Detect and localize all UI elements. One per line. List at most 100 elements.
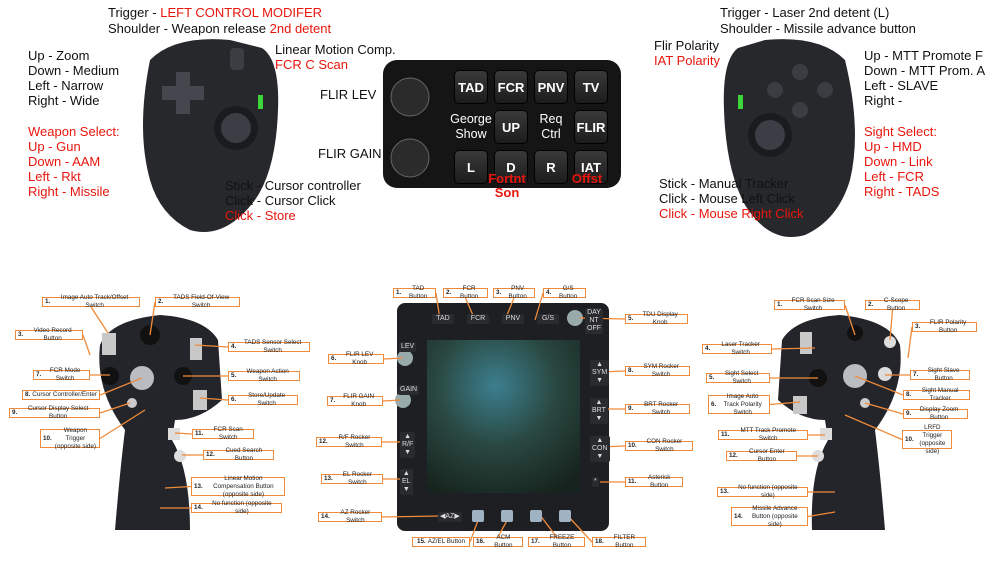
middle-callout-2: 2.FCR Button xyxy=(443,285,488,300)
stream-deck-key-fcr[interactable]: FCR xyxy=(494,70,528,104)
left-shoulder-text: Shoulder - Weapon release 2nd detent xyxy=(108,21,332,36)
right-callout-7: 7.Sight Slave Button xyxy=(910,367,970,382)
tdu-gs-button[interactable]: G/S xyxy=(537,314,559,324)
left-callout-5: 5.Weapon Action Switch xyxy=(228,368,300,383)
callout-leader-line xyxy=(534,292,544,321)
right-callout-9: 9.Display Zoom Button xyxy=(903,406,968,421)
callout-leader-line xyxy=(199,397,229,401)
right-callout-11: 11.MTT Track Promote Switch xyxy=(718,427,808,442)
callout-leader-line xyxy=(383,357,404,360)
tdu-bottom-button-17[interactable] xyxy=(530,510,542,522)
tdu-el-rocker[interactable]: ▲ EL ▼ xyxy=(400,469,413,495)
stream-deck-key-iat[interactable]: IAT xyxy=(574,150,608,184)
tdu-screen xyxy=(427,340,580,493)
right-callout-12: 12.Cursor Enter Button xyxy=(726,448,797,463)
right-callout-2: 2.C-Scope Button xyxy=(865,297,920,312)
callout-leader-line xyxy=(854,375,904,396)
callout-leader-line xyxy=(99,409,146,440)
middle-callout-18: 18.FILTER Button xyxy=(592,534,646,549)
key-iat-sublabel: Offst xyxy=(571,171,603,186)
left-callout-3: 3.Video Record Button xyxy=(15,327,83,342)
left-callout-1: 1.Image Auto Track/Offset Switch xyxy=(42,294,140,309)
tdu-position-labels: DAY NT OFF xyxy=(585,308,603,334)
stream-deck-key-tv[interactable]: TV xyxy=(574,70,608,104)
right-shoulder-text: Shoulder - Missile advance button xyxy=(720,21,916,36)
middle-callout-12: 12.R/F Rocker Switch xyxy=(316,434,382,449)
stream-deck-key-tad[interactable]: TAD xyxy=(454,70,488,104)
flir-gain-label: FLIR GAIN xyxy=(318,146,382,161)
right-callout-10: 10.LRFD Trigger (opposite side) xyxy=(902,424,952,455)
callout-leader-line xyxy=(864,402,904,415)
stream-deck-key-d[interactable]: D xyxy=(494,150,528,184)
right-callout-6: 6.Image Auto Track Polarity Switch xyxy=(708,393,770,416)
key-d-sublabel: Fortnt Son xyxy=(488,171,526,200)
callout-leader-line xyxy=(194,344,229,348)
middle-callout-13: 13.EL Rocker Switch xyxy=(321,471,383,486)
flir-lev-label: FLIR LEV xyxy=(320,87,377,102)
dpad-icon xyxy=(162,72,204,114)
stream-deck-key-req-ctrl[interactable]: Req Ctrl xyxy=(539,112,563,141)
middle-callout-17: 17.FREEZE Button xyxy=(528,534,585,549)
tdu-fcr-button[interactable]: FCR xyxy=(467,314,489,324)
tdu-tad-button[interactable]: TAD xyxy=(432,314,454,324)
callout-leader-line xyxy=(174,432,193,435)
callout-leader-line xyxy=(771,347,816,350)
callout-leader-line xyxy=(889,309,894,341)
callout-leader-line xyxy=(99,402,131,414)
tdu-bottom-button-16[interactable] xyxy=(501,510,513,522)
cyclic-grip-left-image xyxy=(99,315,222,530)
stream-deck-key-pnv[interactable]: PNV xyxy=(534,70,568,104)
tdu-bottom-button-18[interactable] xyxy=(559,510,571,522)
left-callout-14: 14.No function (opposite side) xyxy=(191,500,282,515)
left-callout-2: 2.TADS Field-Of-View Switch xyxy=(155,294,240,309)
callout-leader-line xyxy=(381,515,441,518)
tdu-bottom-button-15[interactable] xyxy=(472,510,484,522)
callout-leader-line xyxy=(99,377,143,396)
right-callout-5: 5.Sight Select Switch xyxy=(706,370,770,385)
left-controller-image xyxy=(143,39,279,232)
lev-knob-icon xyxy=(397,350,413,366)
left-callout-7: 7.FCR Mode Switch xyxy=(33,367,90,382)
callout-leader-line xyxy=(844,414,903,441)
stream-deck-key-up[interactable]: UP xyxy=(494,110,528,144)
right-callout-13: 13.No function (opposite side) xyxy=(717,484,808,499)
stream-deck-key-george-show[interactable]: George Show xyxy=(450,112,492,141)
middle-callout-5: 5.TDU Display Knob xyxy=(625,311,688,326)
knob-icon xyxy=(390,77,430,117)
stream-deck-key-l[interactable]: L xyxy=(454,150,488,184)
tdu-rf-rocker[interactable]: ▲ R/F ▼ xyxy=(400,432,416,458)
gain-knob-icon xyxy=(395,392,411,408)
stream-deck-key-flir[interactable]: FLIR xyxy=(574,110,608,144)
middle-callout-9: 9.BRT Rocker Switch xyxy=(625,401,690,416)
left-callout-13: 13.Linear Motion Compensation Button (op… xyxy=(191,475,285,498)
middle-callout-11: 11.Asterisk Button xyxy=(625,474,683,489)
tdu-sym-rocker[interactable]: ▲ SYM ▼ xyxy=(590,360,610,386)
right-trigger-text: Trigger - Laser 2nd detent (L) xyxy=(720,5,890,20)
middle-callout-6: 6.FLIR LEV Knob xyxy=(328,351,384,366)
right-callout-14: 14.Missile Advance Button (opposite side… xyxy=(731,505,808,528)
middle-callout-16: 16.ACM Button xyxy=(473,534,523,549)
callout-leader-line xyxy=(907,326,913,359)
callout-leader-line xyxy=(82,334,91,356)
tdu-pnv-button[interactable]: PNV xyxy=(502,314,524,324)
middle-callout-10: 10.CON Rocker Switch xyxy=(625,438,693,453)
middle-callout-8: 8.SYM Rocker Switch xyxy=(625,363,690,378)
tdu-asterisk-button[interactable]: * xyxy=(592,477,599,487)
middle-callout-1: 1.TAD Button xyxy=(393,285,436,300)
left-callout-11: 11.FCR Scan Switch xyxy=(192,426,254,441)
tdu-con-rocker[interactable]: ▲ CON ▼ xyxy=(590,436,610,462)
stream-deck-key-r[interactable]: R xyxy=(534,150,568,184)
right-callout-4: 4.Laser Tracker Switch xyxy=(702,341,772,356)
tdu-az-rocker[interactable]: ◀AZ▶ xyxy=(438,512,462,522)
callout-leader-line xyxy=(844,304,856,336)
callout-leader-line xyxy=(539,514,558,538)
tdu-brt-rocker[interactable]: ▲ BRT ▼ xyxy=(590,398,608,424)
left-callout-12: 12.Cued Search Button xyxy=(203,447,274,462)
middle-callout-3: 3.PNV Button xyxy=(493,285,535,300)
left-callout-8: 8.Cursor Controller/Enter xyxy=(22,390,100,400)
middle-callout-7: 7.FLIR GAIN Knob xyxy=(327,393,383,408)
